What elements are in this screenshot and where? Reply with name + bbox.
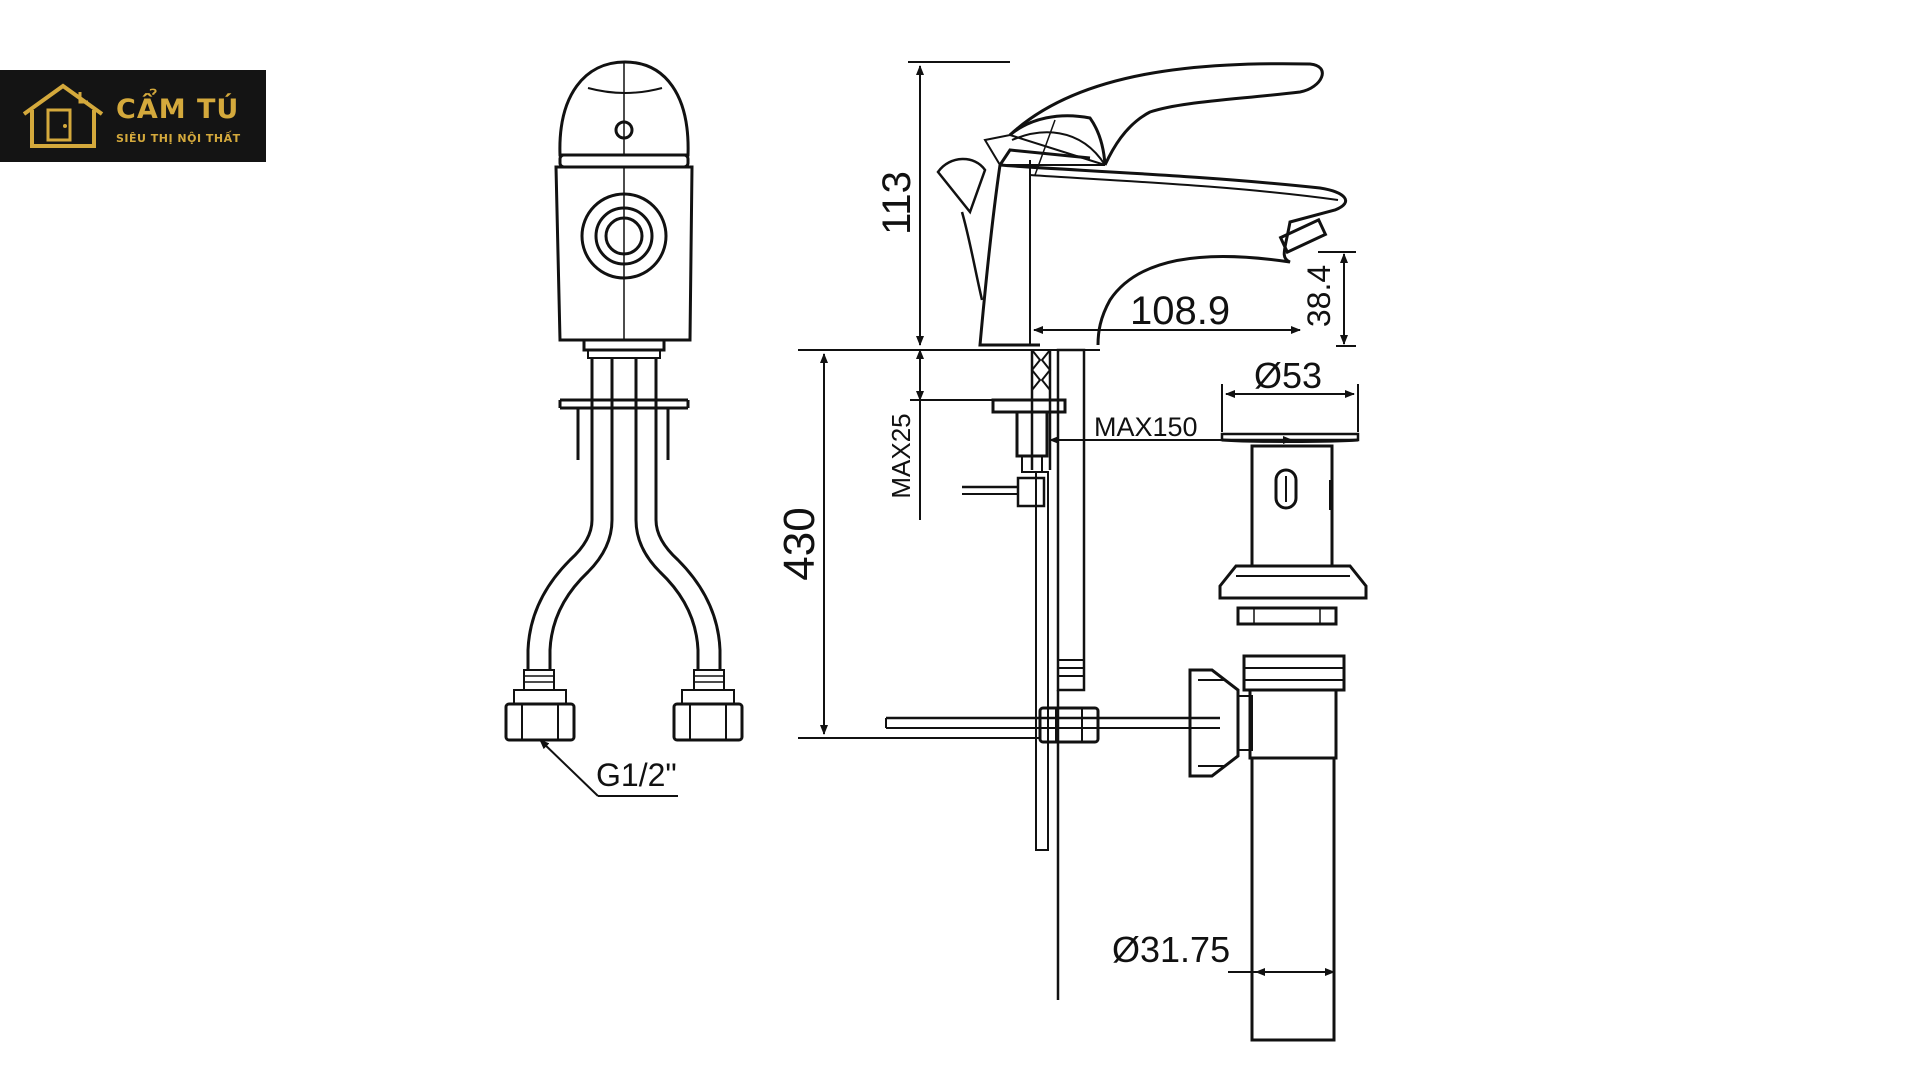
front-hose-left	[526, 358, 594, 670]
front-ring	[558, 153, 690, 169]
side-body	[983, 133, 1106, 166]
brand-tagline: SIÊU THỊ NỘI THẤT	[116, 132, 241, 145]
dim-max-hole: MAX150	[1094, 412, 1198, 442]
brand-name: CẨM TÚ	[116, 94, 240, 125]
front-handle-dot	[614, 120, 634, 140]
side-handle	[1008, 62, 1324, 166]
dim-hose-length: 430	[775, 507, 824, 580]
lift-rod-knob	[936, 157, 987, 215]
dim-height-total: 113	[875, 171, 919, 235]
front-body	[554, 165, 694, 342]
front-hose-right	[634, 358, 700, 670]
side-view	[808, 62, 1348, 1000]
side-spout	[999, 163, 1348, 346]
dim-waste-diameter: Ø53	[1254, 355, 1322, 396]
linkage-nut	[1188, 668, 1240, 778]
front-handle	[558, 60, 690, 157]
house-logo-icon	[22, 83, 104, 148]
dim-spout-clearance: 38.4	[1301, 265, 1337, 327]
side-aerator	[1278, 217, 1328, 255]
dim-spout-reach: 108.9	[1130, 289, 1230, 333]
waste-tail	[1250, 756, 1336, 1042]
front-nut-right	[672, 702, 744, 742]
front-aerator-outer	[580, 192, 668, 280]
dim-tail-diameter: Ø31.75	[1112, 929, 1230, 970]
dimension-lines	[798, 61, 1359, 990]
brand-logo: CẨM TÚ SIÊU THỊ NỘI THẤT	[0, 70, 266, 162]
front-nut-left	[504, 702, 576, 742]
pop-up-waste	[1188, 432, 1368, 1042]
side-nut	[1038, 706, 1100, 744]
thread-label: G1/2"	[596, 757, 677, 793]
dim-max-thickness: MAX25	[886, 413, 916, 498]
front-view	[504, 60, 744, 797]
